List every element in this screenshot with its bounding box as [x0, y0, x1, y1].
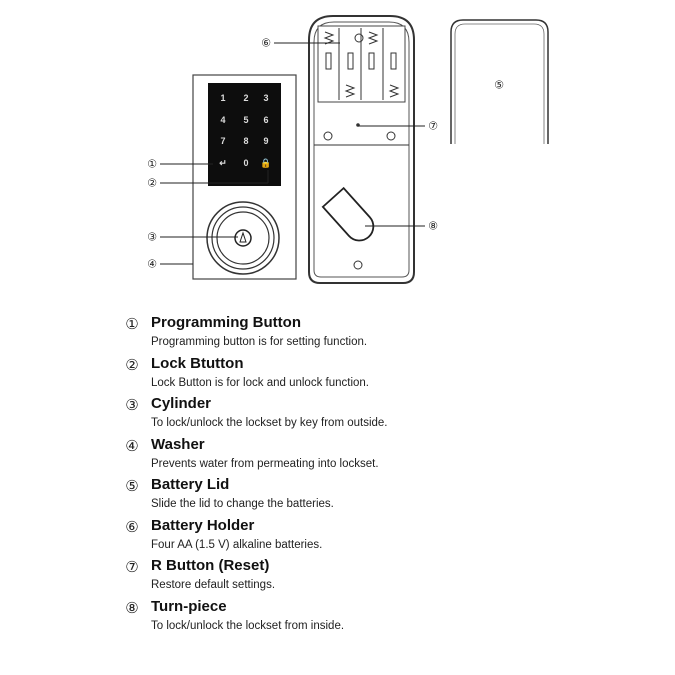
legend-number: ③: [125, 396, 139, 414]
legend-title: Lock Btutton: [151, 354, 244, 372]
lock-key: 🔒: [260, 158, 271, 168]
callout-6: ⑥: [261, 37, 271, 50]
legend-title: Battery Holder: [151, 516, 255, 534]
cylinder-keyhole: [234, 229, 252, 247]
legend-number: ①: [125, 315, 139, 333]
callout-1: ①: [147, 158, 157, 171]
legend-description: Restore default settings.: [151, 579, 276, 591]
screw: [323, 131, 333, 141]
programming-key: ↵: [219, 158, 227, 168]
legend-number: ②: [125, 355, 139, 374]
exterior-assembly: 1 2 3 4 5 6 7 8 9 ↵ 0 🔒: [192, 74, 297, 280]
turn-piece: [321, 186, 375, 242]
legend-description: Slide the lid to change the batteries.: [151, 498, 334, 510]
legend-number: ⑥: [125, 517, 139, 536]
key-5: 5: [243, 115, 248, 125]
legend-description: Prevents water from permeating into lock…: [151, 457, 379, 470]
legend-number: ⑧: [125, 598, 139, 617]
legend-description: To lock/unlock the lockset by key from o…: [151, 417, 388, 429]
legend-title: Cylinder: [151, 395, 212, 412]
key-3: 3: [263, 93, 268, 103]
legend-number: ⑦: [125, 558, 139, 576]
callout-8: ⑧: [428, 220, 438, 233]
callout-3: ③: [147, 231, 157, 244]
legend-title: Turn-piece: [151, 597, 227, 615]
key-0: 0: [243, 158, 248, 168]
battery-lid: [450, 19, 549, 144]
callout-4: ④: [147, 258, 157, 271]
legend-number: ⑤: [125, 477, 139, 495]
legend-title: Washer: [151, 435, 205, 453]
legend-description: Four AA (1.5 V) alkaline batteries.: [151, 538, 323, 551]
key-7: 7: [220, 136, 225, 146]
legend-description: Programming button is for setting functi…: [151, 336, 368, 348]
key-9: 9: [263, 136, 268, 146]
legend-number: ④: [125, 436, 139, 455]
legend-title: Programming Button: [151, 314, 301, 331]
legend-description: To lock/unlock the lockset from inside.: [151, 619, 345, 632]
keypad: [208, 83, 281, 186]
key-8: 8: [243, 136, 248, 146]
legend-title: Battery Lid: [151, 476, 230, 493]
key-4: 4: [220, 115, 225, 125]
legend-description: Lock Button is for lock and unlock funct…: [151, 376, 369, 389]
key-1: 1: [220, 93, 225, 103]
legend-title: R Button (Reset): [151, 557, 270, 574]
deadbolt-rose: [206, 201, 280, 275]
callout-2: ②: [147, 177, 157, 190]
screw: [386, 131, 396, 141]
key-6: 6: [263, 115, 268, 125]
callout-5: ⑤: [494, 79, 504, 92]
screw: [353, 260, 363, 270]
lock-parts-diagram: 1 2 3 4 5 6 7 8 9 ↵ 0 🔒: [147, 15, 549, 284]
callout-7: ⑦: [428, 120, 438, 133]
interior-assembly: [308, 15, 415, 284]
keypad-keys: 1 2 3 4 5 6 7 8 9 ↵ 0 🔒: [219, 93, 271, 168]
key-2: 2: [243, 93, 248, 103]
